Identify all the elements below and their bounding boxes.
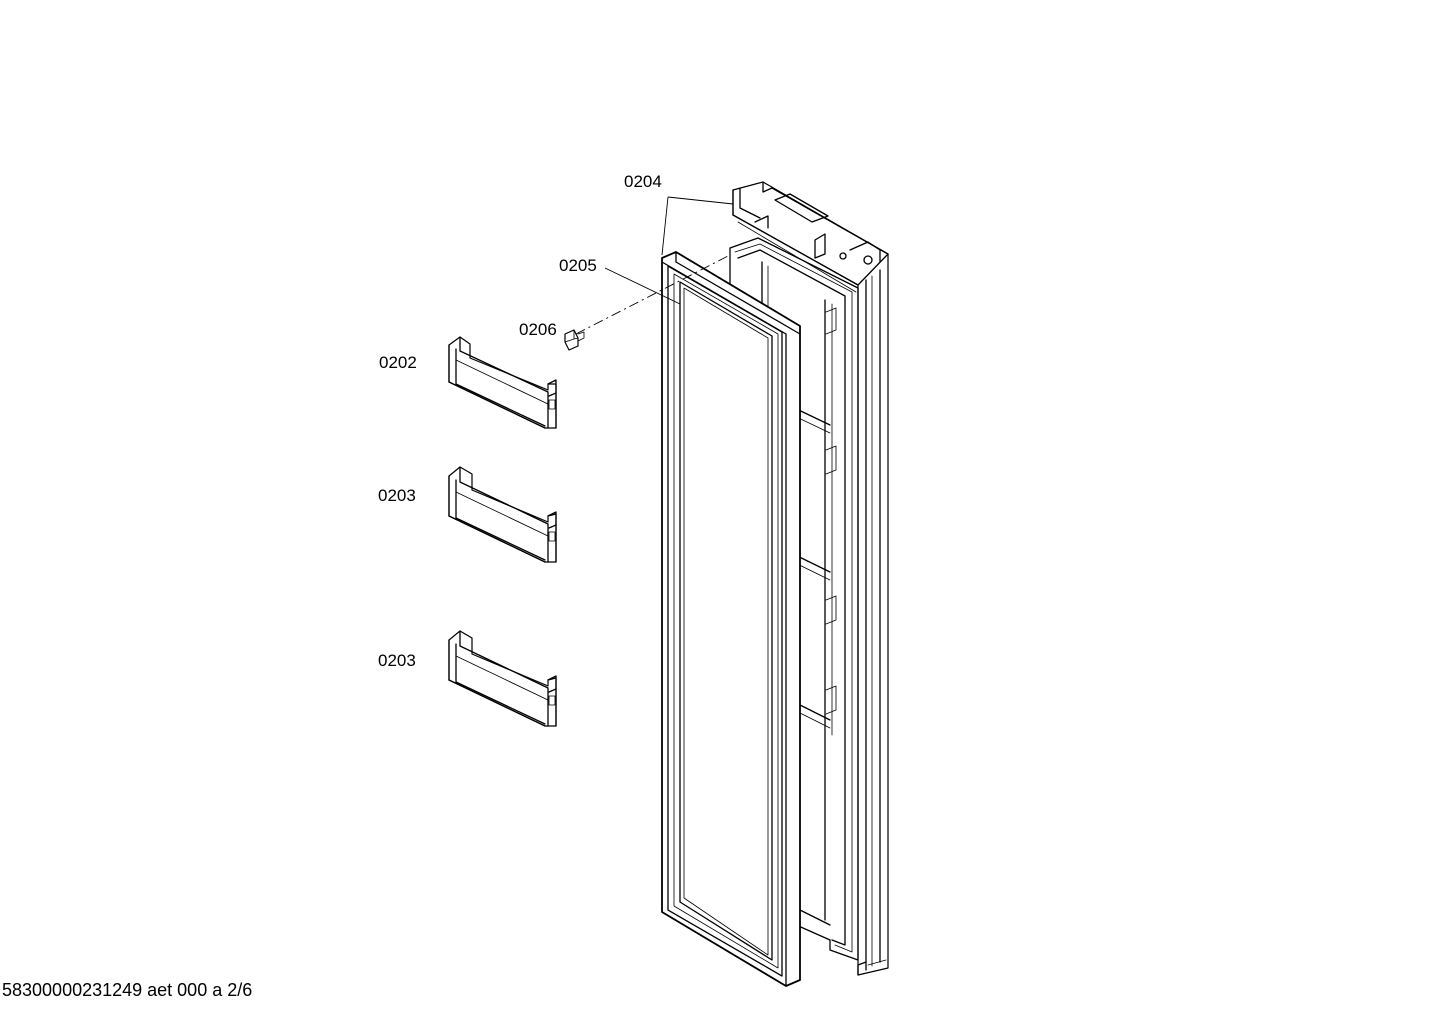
- callout-0205: 0205: [559, 256, 597, 275]
- door-bin-0203-upper: [448, 466, 557, 563]
- callout-0204: 0204: [624, 172, 662, 191]
- door-bin-0203-lower: [448, 630, 557, 727]
- part-0206: [564, 329, 585, 351]
- door-gasket: [661, 251, 801, 987]
- drawing-reference-footer: 58300000231249 aet 000 a 2/6: [2, 980, 253, 1000]
- callout-0203-lower: 0203: [378, 651, 416, 670]
- callout-0203-upper: 0203: [378, 486, 416, 505]
- callout-0202: 0202: [379, 353, 417, 372]
- callout-0206: 0206: [519, 320, 557, 339]
- leader-lines: [575, 196, 734, 335]
- door-bin-0202: [448, 336, 557, 429]
